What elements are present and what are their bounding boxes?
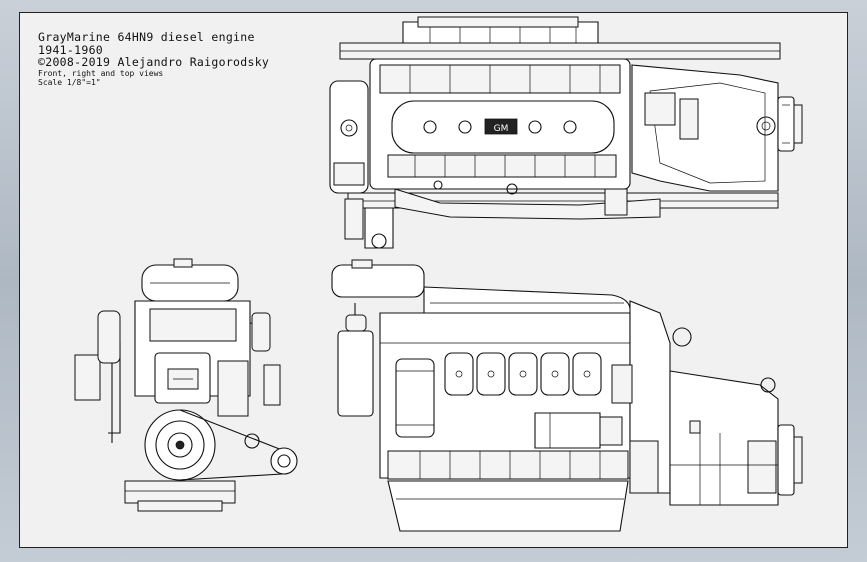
top-view-lower-accessories	[345, 189, 660, 248]
drawing-scale: Scale 1/8"=1"	[38, 77, 101, 87]
top-view: GM	[20, 13, 849, 549]
top-view-valve-cover: GM	[392, 101, 614, 153]
top-view-flywheel-housing	[330, 81, 368, 193]
drawing-years: 1941-1960	[38, 42, 104, 57]
front-view-belt	[180, 410, 297, 480]
right-view-header-tank	[332, 260, 424, 297]
top-view-manifold-runners	[388, 155, 616, 194]
right-view-filter	[396, 359, 434, 437]
drawing-views-note: Front, right and top views	[38, 68, 164, 78]
right-view-top-rail	[424, 287, 630, 313]
title-block: GrayMarine 64HN9 diesel engine 1941-1960…	[38, 30, 270, 87]
front-view	[20, 13, 849, 549]
drawing-copyright: ©2008-2019 Alejandro Raigorodsky	[38, 55, 270, 69]
drawing-sheet: GrayMarine 64HN9 diesel engine 1941-1960…	[19, 12, 848, 548]
right-view-oil-pan	[388, 451, 628, 531]
top-view-badge: GM	[494, 124, 509, 134]
top-view-gearbox	[632, 65, 778, 191]
right-view-starter	[535, 413, 622, 448]
front-view-side-pipes	[75, 311, 280, 443]
right-view	[20, 13, 849, 549]
right-view-flywheel	[338, 303, 373, 416]
top-view-output-flange	[778, 97, 802, 151]
front-view-base	[125, 481, 235, 511]
right-view-output-flange	[778, 425, 802, 495]
front-view-engine-body	[135, 301, 250, 416]
drawing-title: GrayMarine 64HN9 diesel engine	[38, 30, 255, 44]
